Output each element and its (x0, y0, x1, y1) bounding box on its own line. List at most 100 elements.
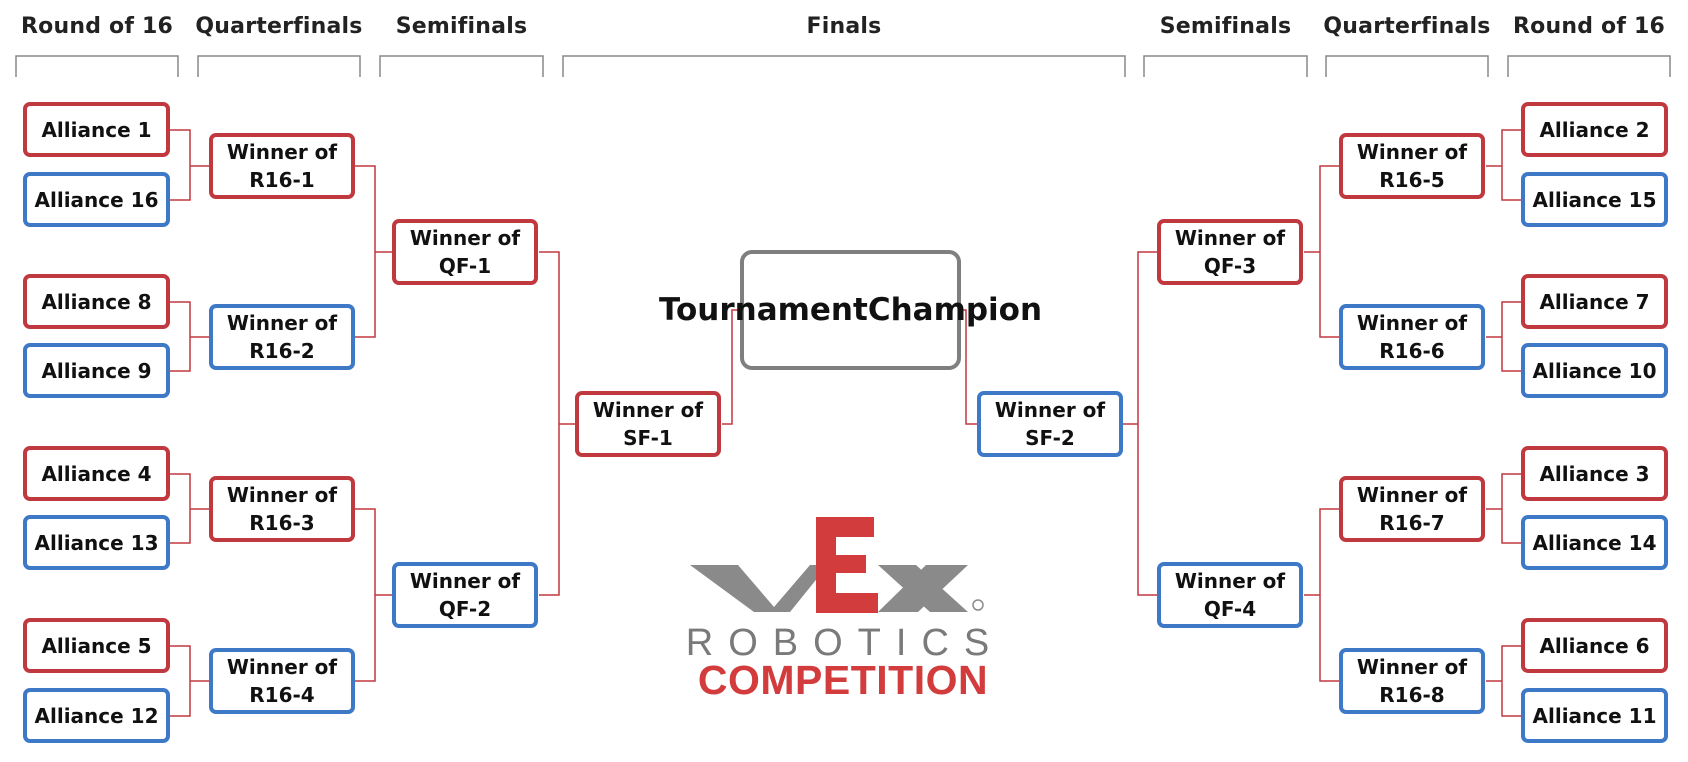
alliance-box: Alliance 12 (23, 688, 170, 743)
connector-lines (170, 129, 1522, 717)
champion-line-1: Tournament (658, 291, 868, 328)
logo-robotics-text: ROBOTICS (685, 622, 1005, 664)
vex-logo (690, 517, 984, 613)
match-label: R16-7 (1379, 511, 1445, 535)
quarterfinal-box: Winner of R16-6 (1339, 304, 1485, 370)
header-bracket-sf-left (379, 55, 544, 77)
quarterfinal-box: Winner of R16-2 (209, 304, 355, 370)
match-label: QF-2 (438, 597, 492, 621)
logo-competition-text: COMPETITION (697, 657, 989, 703)
vex-logo-mark (690, 517, 984, 613)
connector-r16-2 (170, 301, 210, 372)
vex-logo-x-b (878, 565, 968, 612)
alliance-box: Alliance 4 (23, 446, 170, 501)
alliance-box: Alliance 14 (1521, 515, 1668, 570)
connector-r16-1 (170, 129, 210, 201)
quarterfinal-box: Winner of R16-3 (209, 476, 355, 542)
header-finals: Finals (806, 14, 882, 39)
semifinal-box: Winner of QF-4 (1157, 562, 1303, 628)
connector-qf-1 (355, 165, 393, 338)
tournament-champion-box: TournamentChampion (659, 250, 1042, 370)
winner-of-label: Winner of (1356, 140, 1468, 164)
header-quarterfinals-right: Quarterfinals (1323, 14, 1491, 39)
header-bracket-qf-right (1325, 55, 1489, 77)
connector-final-left (722, 309, 742, 425)
final-box-right: Winner of SF-2 (977, 391, 1123, 457)
winner-of-label: Winner of (1356, 655, 1468, 679)
alliance-box: Alliance 1 (23, 102, 170, 157)
match-label: R16-3 (249, 511, 315, 535)
alliance-box: Alliance 10 (1521, 343, 1668, 398)
winner-of-label: Winner of (1174, 569, 1286, 593)
winner-of-label: Winner of (994, 398, 1106, 422)
registered-mark-icon (972, 599, 984, 611)
vex-logo-v (690, 565, 828, 612)
final-box-left: Winner of SF-1 (575, 391, 721, 457)
alliance-box: Alliance 7 (1521, 274, 1668, 329)
semifinal-box: Winner of QF-3 (1157, 219, 1303, 285)
header-bracket-sf-right (1143, 55, 1308, 77)
connector-qf-4 (1304, 508, 1340, 682)
semifinal-box: Winner of QF-2 (392, 562, 538, 628)
connector-r16-4 (170, 645, 210, 717)
alliance-box: Alliance 8 (23, 274, 170, 329)
connector-qf-2 (355, 508, 393, 682)
quarterfinal-box: Winner of R16-4 (209, 648, 355, 714)
vex-logo-e (816, 517, 878, 613)
header-round-of-16-left: Round of 16 (21, 14, 173, 39)
header-round-of-16-right: Round of 16 (1513, 14, 1665, 39)
match-label: QF-4 (1203, 597, 1257, 621)
winner-of-label: Winner of (226, 655, 338, 679)
match-label: R16-5 (1379, 168, 1445, 192)
semifinal-box: Winner of QF-1 (392, 219, 538, 285)
alliance-box: Alliance 6 (1521, 618, 1668, 673)
winner-of-label: Winner of (409, 569, 521, 593)
alliance-box: Alliance 3 (1521, 446, 1668, 501)
alliance-box: Alliance 15 (1521, 172, 1668, 227)
winner-of-label: Winner of (1356, 483, 1468, 507)
match-label: R16-1 (249, 168, 315, 192)
match-label: QF-3 (1203, 254, 1257, 278)
alliance-box: Alliance 11 (1521, 688, 1668, 743)
match-label: R16-4 (249, 683, 315, 707)
connector-sf-2 (1122, 251, 1158, 596)
connector-final-right (956, 309, 978, 425)
connector-r16-5 (1486, 129, 1522, 201)
header-bracket-r16-left (15, 55, 179, 77)
match-label: R16-8 (1379, 683, 1445, 707)
connector-r16-3 (170, 473, 210, 544)
connector-qf-3 (1304, 165, 1340, 338)
winner-of-label: Winner of (409, 226, 521, 250)
alliance-box: Alliance 9 (23, 343, 170, 398)
winner-of-label: Winner of (1174, 226, 1286, 250)
header-quarterfinals-left: Quarterfinals (195, 14, 363, 39)
alliance-box: Alliance 16 (23, 172, 170, 227)
connector-sf-1 (539, 251, 576, 596)
winner-of-label: Winner of (592, 398, 704, 422)
match-label: QF-1 (438, 254, 492, 278)
alliance-box: Alliance 2 (1521, 102, 1668, 157)
header-bracket-finals (562, 55, 1126, 77)
header-semifinals-right: Semifinals (1159, 14, 1292, 39)
match-label: SF-1 (623, 426, 673, 450)
winner-of-label: Winner of (226, 483, 338, 507)
match-label: R16-6 (1379, 339, 1445, 363)
quarterfinal-box: Winner of R16-7 (1339, 476, 1485, 542)
winner-of-label: Winner of (1356, 311, 1468, 335)
alliance-box: Alliance 5 (23, 618, 170, 673)
match-label: SF-2 (1025, 426, 1075, 450)
round-header-brackets (15, 55, 1671, 77)
connector-r16-7 (1486, 473, 1522, 544)
connector-r16-8 (1486, 645, 1522, 717)
champion-line-2: Champion (867, 291, 1043, 328)
header-bracket-qf-left (197, 55, 361, 77)
quarterfinal-box: Winner of R16-5 (1339, 133, 1485, 199)
alliance-box: Alliance 13 (23, 515, 170, 570)
connector-r16-6 (1486, 301, 1522, 372)
winner-of-label: Winner of (226, 311, 338, 335)
quarterfinal-box: Winner of R16-8 (1339, 648, 1485, 714)
header-bracket-r16-right (1507, 55, 1671, 77)
match-label: R16-2 (249, 339, 315, 363)
